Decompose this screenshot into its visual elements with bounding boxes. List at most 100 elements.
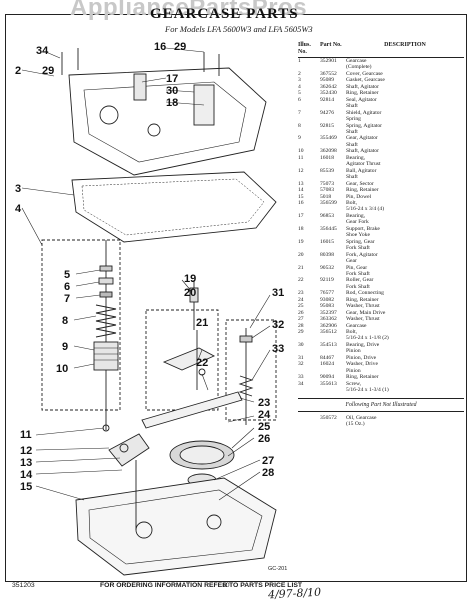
callout-2: 2 bbox=[15, 65, 21, 77]
illus-cell: 23 bbox=[298, 290, 304, 297]
description-cell: 5/16-24 x 1-1/8 (2) bbox=[346, 335, 389, 342]
figure-code: GC-201 bbox=[268, 566, 288, 572]
description-cell: Seal, Agitator bbox=[346, 96, 377, 103]
description-cell: Gear bbox=[346, 258, 357, 265]
description-cell: Gear Fork bbox=[346, 219, 369, 226]
handwritten-note: 4/97-8/10 bbox=[267, 585, 322, 601]
illus-cell: 1 bbox=[298, 58, 301, 64]
callout-29b: 29 bbox=[174, 41, 186, 53]
description-cell: Ring, Retainer bbox=[346, 187, 379, 194]
part-number-cell: 92119 bbox=[320, 277, 334, 284]
table-row: (Complete) bbox=[298, 64, 464, 70]
connecting-rod bbox=[141, 391, 243, 429]
table-header: Illus. No. Part No. DESCRIPTION bbox=[298, 42, 464, 58]
table-row: Pinion bbox=[298, 348, 464, 354]
description-cell: Gasket, Gearcase bbox=[346, 77, 385, 84]
description-cell: Pinion, Drive bbox=[346, 354, 377, 361]
illus-cell: 2 bbox=[298, 70, 301, 77]
table-row: (15 Oz.) bbox=[298, 421, 464, 427]
agitator-gear bbox=[93, 341, 119, 371]
description-cell: Spring bbox=[346, 116, 361, 123]
part-number-cell: 95089 bbox=[320, 77, 334, 84]
callout-7: 7 bbox=[64, 293, 70, 305]
description-cell: Spring, Agitator bbox=[346, 122, 383, 129]
callout-9: 9 bbox=[62, 341, 68, 353]
table-row: Spring bbox=[298, 116, 464, 122]
pinion-group-box bbox=[225, 319, 277, 421]
illus-cell: 22 bbox=[298, 277, 304, 284]
callout-28: 28 bbox=[262, 467, 274, 479]
table-divider-2 bbox=[298, 410, 464, 412]
gearcase-cover bbox=[68, 67, 267, 176]
callout-18: 18 bbox=[166, 97, 178, 109]
page-subtitle: For Models LFA 5600W3 and LFA 5605W3 bbox=[165, 24, 313, 34]
part-number-cell: 352397 bbox=[320, 309, 337, 316]
illus-cell: 25 bbox=[298, 303, 304, 310]
description-cell: Pinion bbox=[346, 367, 361, 374]
description-cell: 5/16-24 x 3/4 (4) bbox=[346, 206, 385, 213]
description-cell: Shaft bbox=[346, 128, 358, 135]
part-number-cell: 94276 bbox=[320, 109, 334, 116]
description-cell: 5/16-24 x 1-3/4 (1) bbox=[346, 387, 389, 394]
description-cell: Ring, Retainer bbox=[346, 374, 379, 381]
part-number-cell: 356512 bbox=[320, 329, 337, 336]
header-description: DESCRIPTION bbox=[384, 42, 426, 48]
illus-cell: 32 bbox=[298, 361, 304, 368]
description-cell: Fork Shaft bbox=[346, 270, 370, 277]
illus-cell: 29 bbox=[298, 329, 304, 336]
illus-cell: 15 bbox=[298, 193, 304, 200]
illus-cell: 20 bbox=[298, 251, 304, 258]
callout-4: 4 bbox=[15, 203, 22, 215]
callout-20: 20 bbox=[184, 287, 196, 299]
callout-17: 17 bbox=[166, 73, 178, 85]
callout-34: 34 bbox=[36, 45, 49, 57]
description-cell: Gear, Agitator bbox=[346, 135, 378, 142]
part-number-cell: 93082 bbox=[320, 296, 334, 303]
part-number-cell: 352430 bbox=[320, 90, 337, 97]
illus-cell: 34 bbox=[298, 380, 304, 387]
description-cell: Bearing, bbox=[346, 212, 366, 219]
description-cell: Washer, Drive bbox=[346, 361, 378, 368]
table-row: Gear bbox=[298, 258, 464, 264]
table-row: 5/16-24 x 1-1/8 (2) bbox=[298, 335, 464, 341]
part-number-cell: 95083 bbox=[320, 303, 334, 310]
exploded-diagram: 34 2 29 3 4 5 6 7 8 9 10 11 12 13 14 15 … bbox=[15, 41, 284, 576]
part-number-cell: 85539 bbox=[320, 167, 334, 174]
illus-cell: 30 bbox=[298, 341, 304, 348]
illus-cell bbox=[298, 421, 320, 427]
illus-cell: 27 bbox=[298, 316, 304, 323]
description-cell: Pin, Dowel bbox=[346, 193, 372, 200]
callout-19: 19 bbox=[184, 273, 196, 285]
table-row: Pinion bbox=[298, 368, 464, 374]
callout-26: 26 bbox=[258, 433, 270, 445]
description-cell: Spring, Gear bbox=[346, 238, 375, 245]
page-code: 351203 bbox=[12, 582, 35, 589]
part-number-cell: 16015 bbox=[320, 238, 334, 245]
illus-cell: 24 bbox=[298, 296, 304, 303]
callout-14: 14 bbox=[20, 469, 33, 481]
watermark: AppliancePartsPros bbox=[70, 0, 308, 21]
description-cell: Bearing, bbox=[346, 154, 366, 161]
table-row: Shoe Yoke bbox=[298, 232, 464, 238]
part-number-cell: 352901 bbox=[320, 58, 337, 64]
header-part: Part No. bbox=[320, 42, 342, 48]
description-cell: Shield, Agitator bbox=[346, 109, 382, 116]
description-cell: Pin, Gear bbox=[346, 264, 368, 271]
